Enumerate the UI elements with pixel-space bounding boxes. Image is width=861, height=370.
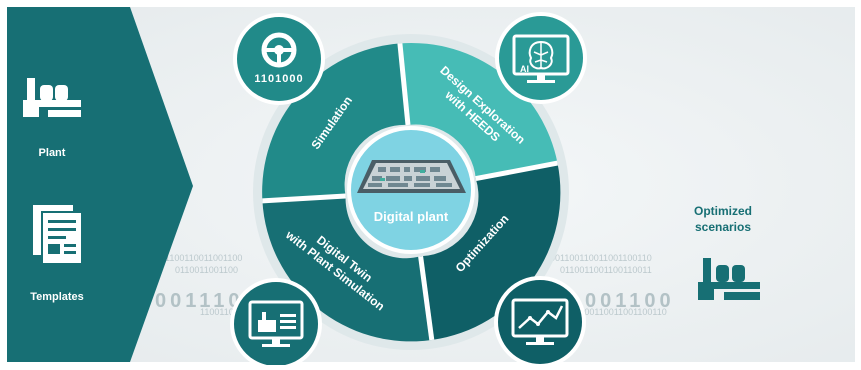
segment-digital-twin	[262, 196, 432, 342]
optimized-scenarios-line2: scenarios	[695, 220, 751, 234]
digital-plant-label: Digital plant	[374, 209, 449, 224]
chart-monitor-icon	[511, 298, 569, 345]
steering-wheel-icon	[261, 32, 297, 68]
binary-right-row3: 1001100110011001100110	[560, 307, 667, 317]
binary-left-row2: 0110011001100	[175, 265, 238, 275]
digital-plant-image	[357, 160, 466, 193]
binary-right-row2: 0110011001100110011	[560, 265, 652, 275]
ai-label: AI	[520, 64, 529, 74]
binary-right-row1: 1001100110011001100110	[545, 253, 652, 263]
badge-digital-twin	[230, 278, 322, 370]
optimized-scenarios-line1: Optimized	[694, 204, 752, 218]
binary-decoration-right: 1001100110011001100110 01100110011001100…	[545, 253, 667, 317]
templates-icon	[33, 205, 83, 265]
segment-design-exploration	[399, 42, 558, 179]
segment-optimization	[420, 163, 561, 340]
left-chevron-panel	[7, 7, 193, 362]
optimized-plant-icon	[698, 258, 760, 300]
segment-separators	[262, 43, 558, 341]
ai-brain-monitor-icon	[512, 34, 570, 83]
plant-monitor-icon	[248, 300, 304, 347]
binary-right-big: 001100	[585, 290, 675, 312]
badge-design-exploration: AI	[495, 12, 587, 104]
segment-simulation	[262, 43, 408, 201]
templates-label: Templates	[30, 291, 84, 303]
simulation-code: 1101000	[254, 73, 303, 85]
binary-left-row1: 1100110011001100	[165, 253, 242, 263]
binary-left-big: 001110	[155, 290, 244, 312]
badge-optimization	[494, 276, 586, 368]
plant-icon	[23, 78, 81, 117]
badge-simulation: 1101000	[233, 13, 325, 105]
plant-label: Plant	[39, 147, 66, 159]
